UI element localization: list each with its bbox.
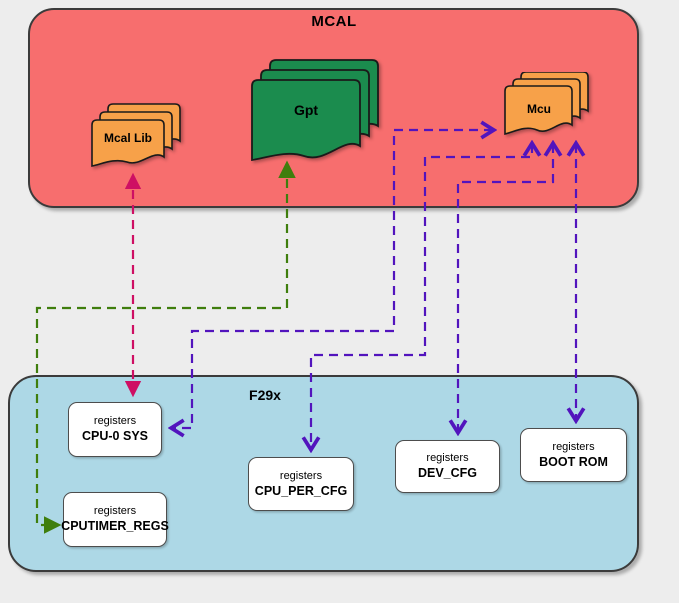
gpt-label: Gpt: [294, 102, 318, 118]
register-name: CPU_PER_CFG: [254, 483, 348, 498]
mcal-lib-doc-stack: Mcal Lib: [91, 103, 181, 167]
register-kind: registers: [93, 415, 137, 428]
register-kind: registers: [552, 440, 595, 453]
f29x-title: F29x: [249, 387, 281, 403]
register-kind: registers: [426, 452, 469, 465]
gpt-doc-stack: Gpt: [251, 59, 379, 161]
register-box-boot-rom: registers BOOT ROM: [520, 428, 627, 482]
register-name: BOOT ROM: [539, 454, 608, 469]
register-name: CPU-0 SYS: [82, 429, 148, 444]
register-name: CPUTIMER_REGS: [61, 519, 169, 534]
register-name: DEV_CFG: [417, 466, 478, 481]
register-box-cpu-per-cfg: registers CPU_PER_CFG: [248, 457, 354, 511]
doc-page: [251, 79, 361, 161]
mcu-label: Mcu: [527, 102, 551, 116]
register-box-dev-cfg: registers DEV_CFG: [395, 440, 500, 493]
register-box-cpu0-sys: registers CPU-0 SYS: [68, 402, 162, 457]
mcu-doc-stack: Mcu: [504, 72, 589, 135]
mcal-lib-label: Mcal Lib: [104, 131, 152, 145]
register-kind: registers: [279, 469, 323, 482]
mcal-title: MCAL: [311, 13, 357, 30]
register-kind: registers: [93, 505, 137, 518]
register-box-cputimer-regs: registers CPUTIMER_REGS: [61, 492, 169, 547]
